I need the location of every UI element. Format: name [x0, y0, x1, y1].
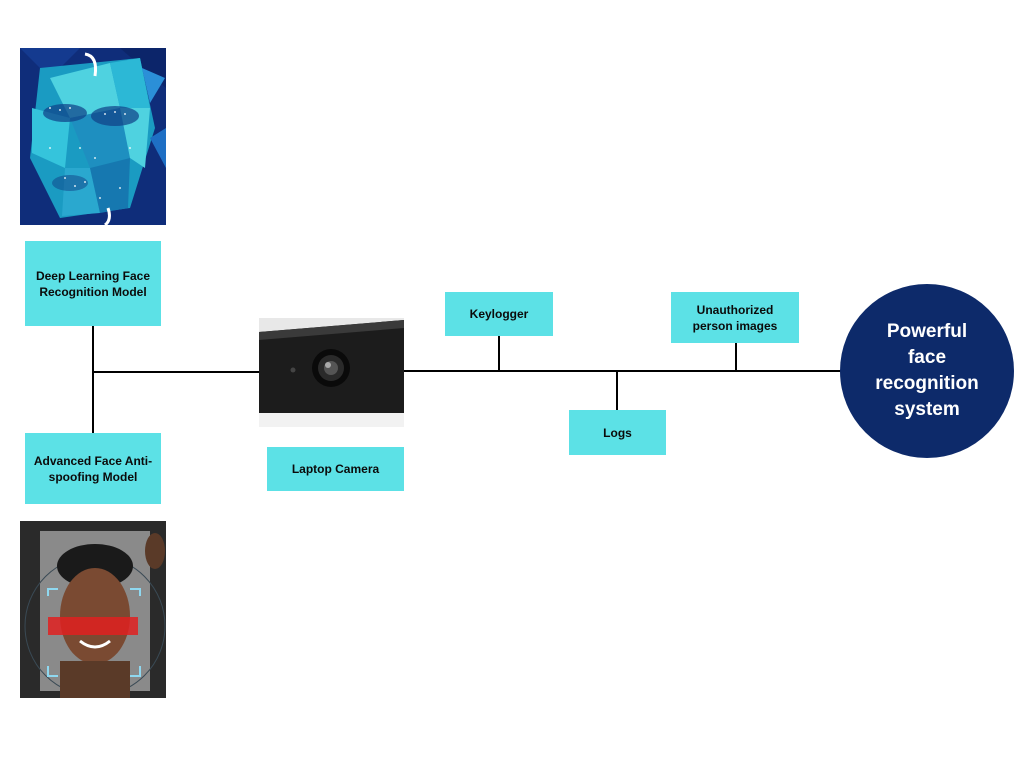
deep-learning-model-label: Deep Learning Face Recognition Model: [35, 268, 151, 299]
face-recognition-system-label: Powerful face recognition system: [875, 321, 979, 420]
anti-spoofing-model-label: Advanced Face Anti-spoofing Model: [33, 453, 153, 484]
laptop-camera-label: Laptop Camera: [291, 462, 380, 476]
connector-left-horizontal: [92, 371, 260, 373]
keylogger-label: Keylogger: [469, 307, 529, 321]
unauthorized-images-box: Unauthorized person images: [671, 292, 799, 343]
logs-label: Logs: [603, 425, 632, 440]
laptop-camera-image: [259, 318, 404, 427]
logs-box: Logs: [569, 410, 666, 455]
face-mesh-image: [20, 48, 166, 225]
connector-keylogger: [498, 335, 500, 372]
connector-left-vertical: [92, 325, 94, 433]
connector-main-horizontal: [403, 370, 841, 372]
keylogger-box: Keylogger: [445, 292, 553, 336]
connector-logs: [616, 371, 618, 411]
face-scan-image: [20, 521, 166, 698]
face-recognition-system-circle: Powerful face recognition system: [840, 284, 1014, 458]
laptop-camera-box: Laptop Camera: [267, 447, 404, 491]
anti-spoofing-model-box: Advanced Face Anti-spoofing Model: [25, 433, 161, 504]
connector-unauthorized: [735, 342, 737, 372]
deep-learning-model-box: Deep Learning Face Recognition Model: [25, 241, 161, 326]
unauthorized-images-label: Unauthorized person images: [692, 302, 778, 333]
